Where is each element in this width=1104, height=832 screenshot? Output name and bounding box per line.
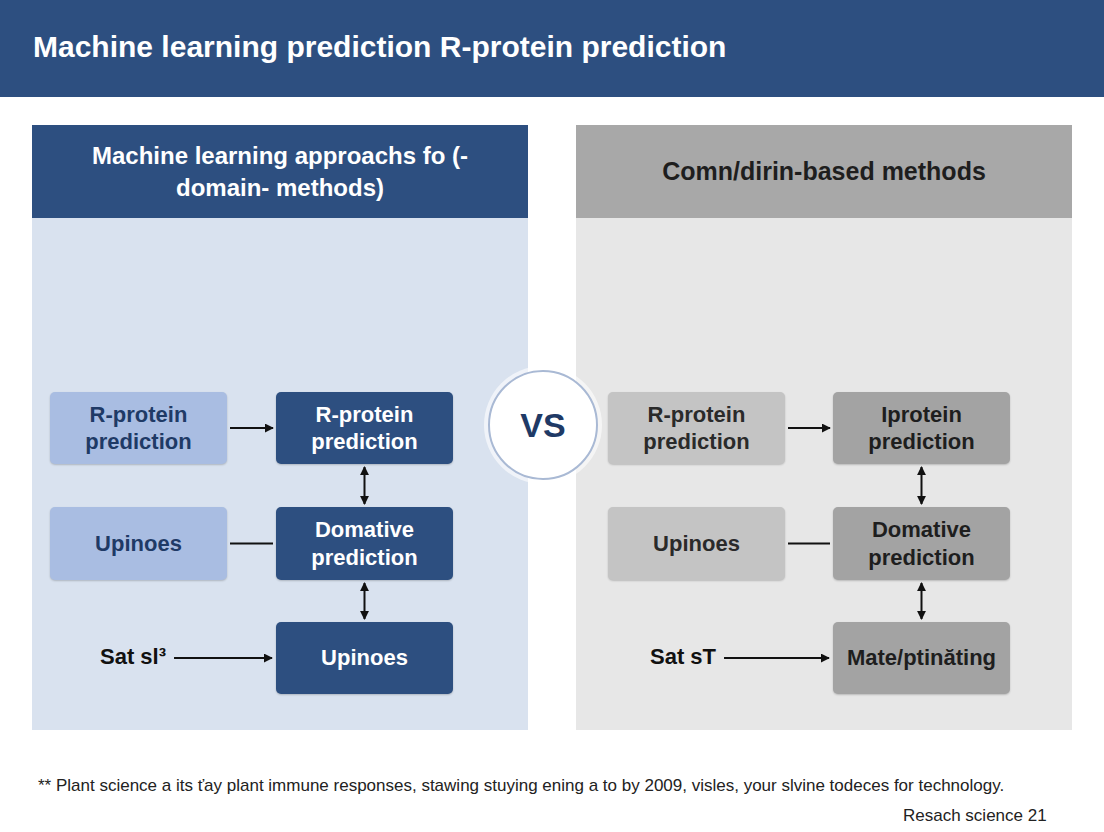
footer-label: Resach science 21	[903, 806, 1047, 826]
box-label: Iprotein prediction	[843, 401, 1000, 456]
box-label: Upinoes	[653, 530, 740, 558]
process-box: Domative prediction	[833, 507, 1010, 580]
box-label: Domative prediction	[286, 516, 443, 571]
process-box: Upinoes	[50, 507, 227, 580]
process-box: Domative prediction	[276, 507, 453, 580]
box-label: Domative prediction	[843, 516, 1000, 571]
box-label: R-protein prediction	[60, 401, 217, 456]
process-box: R-protein prediction	[50, 392, 227, 464]
box-label: Mate/ptinăting	[847, 644, 996, 672]
box-label: R-protein prediction	[286, 401, 443, 456]
page-title: Machine learning prediction R-protein pr…	[33, 30, 726, 64]
process-box: Iprotein prediction	[833, 392, 1010, 464]
method-panel: Machine learning approachs fo (-domain- …	[32, 125, 528, 730]
process-box: Upinoes	[276, 622, 453, 694]
process-box: Mate/ptinăting	[833, 622, 1010, 694]
box-label: Upinoes	[95, 530, 182, 558]
method-panel: Comn/dirin-based methodsR-protein predic…	[576, 125, 1072, 730]
process-box: R-protein prediction	[276, 392, 453, 464]
side-label: Sat sT	[650, 644, 716, 670]
side-label: Sat sl³	[100, 644, 166, 670]
title-bar	[0, 0, 1104, 97]
vs-circle: VS	[488, 370, 598, 480]
vs-label: VS	[520, 406, 565, 445]
panel-heading: Machine learning approachs fo (-domain- …	[32, 125, 528, 218]
panel-heading: Comn/dirin-based methods	[576, 125, 1072, 218]
box-label: Upinoes	[321, 644, 408, 672]
box-label: R-protein prediction	[618, 401, 775, 456]
process-box: Upinoes	[608, 507, 785, 580]
process-box: R-protein prediction	[608, 392, 785, 464]
caption-note: ** Plant science a its ťay plant immune …	[38, 775, 1048, 797]
